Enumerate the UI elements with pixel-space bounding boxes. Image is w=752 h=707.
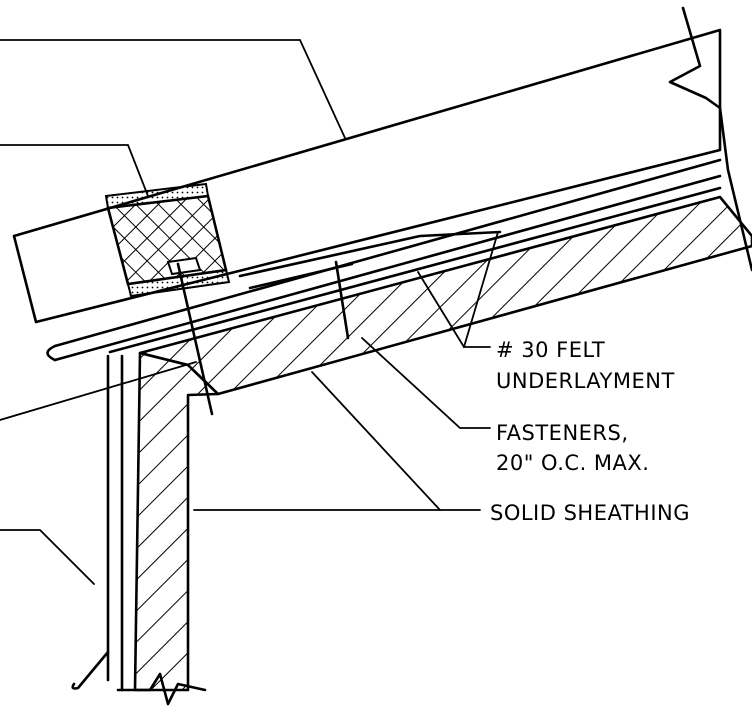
fastener-nailer bbox=[176, 262, 214, 416]
fastener-field bbox=[334, 260, 350, 340]
felt-label-line2: UNDERLAYMENT bbox=[496, 369, 675, 393]
underlayment-layer-3 bbox=[108, 186, 722, 354]
nailer-block bbox=[106, 194, 228, 286]
felt-label-line1: # 30 FELT bbox=[496, 338, 605, 362]
nailer-inner-box bbox=[166, 256, 202, 276]
fasteners-label-line1: FASTENERS, bbox=[496, 421, 629, 445]
break-line-bottom bbox=[116, 672, 207, 706]
leader-fascia bbox=[0, 529, 95, 585]
fasteners-label-line2: 20" O.C. MAX. bbox=[496, 451, 649, 475]
leader-sheathing-roof bbox=[311, 371, 481, 511]
felt-lap-line-2 bbox=[248, 262, 354, 290]
drip-edge-nose bbox=[46, 344, 57, 362]
break-line-right bbox=[668, 6, 752, 272]
leader-nailer bbox=[0, 144, 149, 197]
underlayment-layer-2 bbox=[53, 174, 722, 362]
fascia-trim bbox=[71, 650, 110, 690]
underlayment-layer-1 bbox=[53, 158, 722, 348]
sheathing-label: SOLID SHEATHING bbox=[490, 501, 690, 525]
leader-wall-flashing bbox=[0, 361, 197, 421]
felt-lap-line-1 bbox=[238, 230, 502, 278]
nailer-bottom-strip bbox=[126, 268, 231, 298]
wall-section bbox=[133, 351, 220, 692]
leader-roof-panel bbox=[0, 39, 346, 139]
leader-felt-2 bbox=[417, 271, 465, 348]
leader-fasteners bbox=[361, 337, 491, 429]
